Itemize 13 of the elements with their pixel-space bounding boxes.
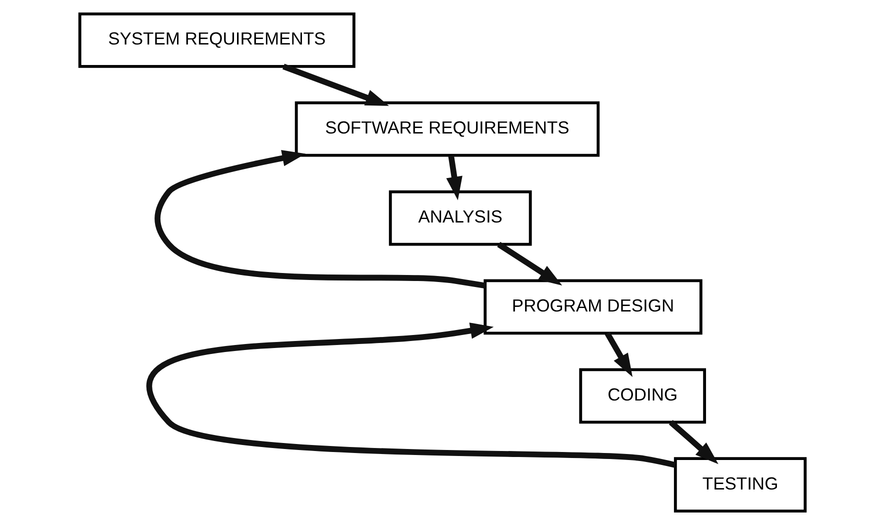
- arrow: [154, 150, 485, 289]
- arrow: [282, 64, 389, 106]
- node-box: PROGRAM DESIGN: [483, 279, 702, 335]
- arrow: [446, 155, 462, 200]
- node-box: TESTING: [673, 457, 806, 513]
- arrow: [604, 332, 632, 377]
- node-box: SOFTWARE REQUIREMENTS: [294, 101, 600, 157]
- node-box: ANALYSIS: [388, 190, 532, 246]
- arrow: [146, 322, 676, 468]
- node-box: SYSTEM REQUIREMENTS: [78, 12, 355, 68]
- node-box: CODING: [578, 368, 706, 424]
- arrow: [496, 242, 562, 286]
- arrow: [668, 420, 718, 464]
